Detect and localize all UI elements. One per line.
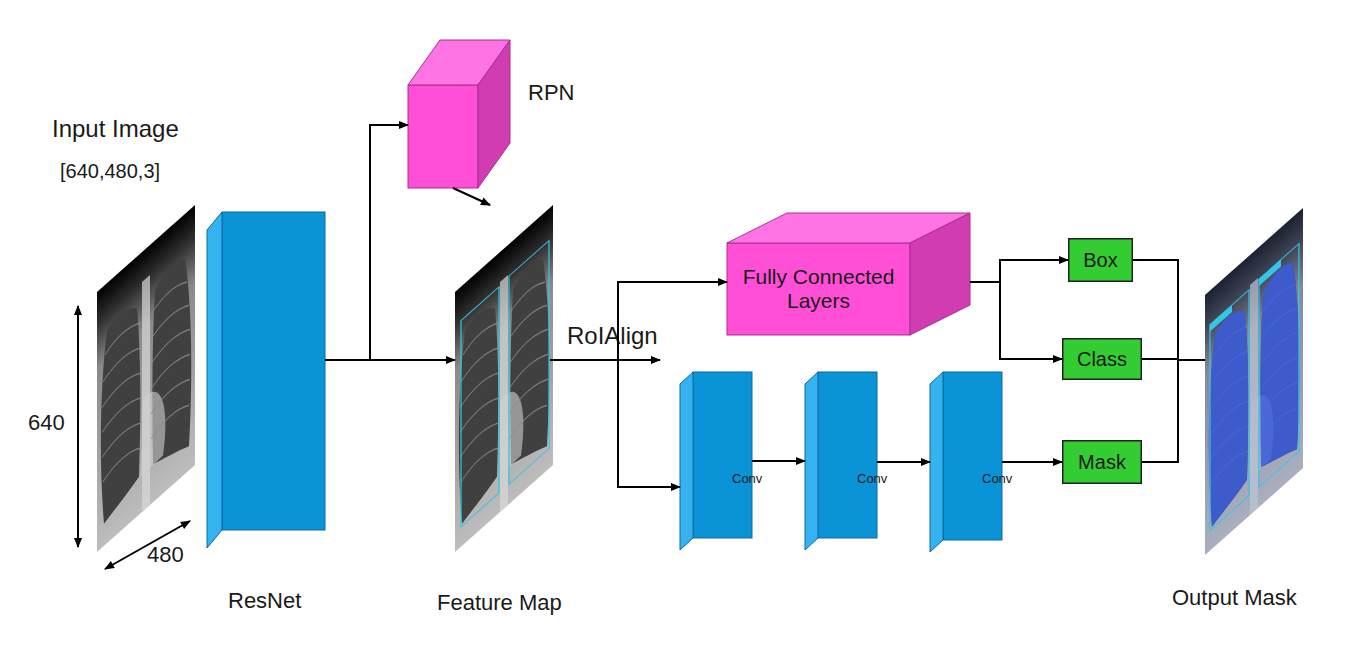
tint [1205, 208, 1303, 555]
operation-label: RoIAlign [567, 322, 658, 350]
node-label: Class [1062, 338, 1142, 380]
layer-slab [930, 372, 1002, 552]
node-label: Feature Map [437, 590, 562, 615]
layer-cube [408, 40, 510, 188]
output-xray [1205, 208, 1303, 555]
dimension-arrow [105, 521, 190, 569]
lung-mask [1209, 299, 1248, 530]
node-label: Mask [1062, 440, 1142, 484]
connector-arrow [970, 260, 1068, 282]
layer-slab [805, 372, 877, 550]
node-label: Box [1068, 238, 1133, 282]
slab-edge [680, 372, 693, 550]
node-label: Conv [857, 472, 887, 487]
output-box-fill [1063, 441, 1142, 484]
connector-arrow [550, 282, 727, 360]
feature-map-xray [455, 205, 553, 552]
output-image: Output Mask [1205, 208, 1300, 552]
node-label: Fully Connected Layers [727, 243, 910, 335]
lung-mask [1260, 252, 1299, 482]
node-label: Output Mask [1172, 585, 1297, 610]
slab-face [943, 372, 1002, 540]
node-label: Conv [732, 472, 762, 487]
slab-face [818, 372, 877, 538]
rpn-block: RPN [408, 40, 510, 188]
roi-box [1259, 244, 1299, 488]
conv-block: Conv [805, 372, 877, 550]
roi-tag [1259, 260, 1281, 287]
roi-tag [1210, 305, 1232, 332]
connector-line [1142, 359, 1205, 360]
backbone-block: ResNet [207, 212, 325, 548]
slab-edge [930, 372, 943, 552]
node-sublabel: [640,480,3] [60, 160, 160, 183]
roi-box [461, 287, 499, 527]
conv-block: Conv [680, 372, 752, 550]
fc-block: Fully Connected Layers [727, 213, 970, 335]
connector-arrow [1002, 461, 1062, 463]
connector-line [1142, 360, 1205, 462]
output-box-fill [1069, 239, 1133, 282]
layer-slab [680, 372, 752, 550]
connector-arrow [877, 461, 930, 463]
cube-side [910, 213, 970, 335]
dimension-label: 480 [147, 542, 184, 567]
dimension-label: 640 [28, 410, 65, 435]
connector-arrow [325, 125, 408, 360]
output-head: Class [1062, 338, 1142, 380]
xray-image [455, 205, 553, 552]
slab-edge [207, 212, 222, 548]
roi-box [509, 241, 549, 485]
slab-edge [805, 372, 818, 550]
cube-side [478, 40, 510, 188]
node-label: Input Image [52, 115, 179, 143]
cube-front [408, 85, 478, 188]
feature-map: Feature Map [455, 205, 550, 552]
slab-face [222, 212, 325, 530]
connector-arrow [453, 188, 490, 205]
dimension-arrow [77, 306, 79, 547]
output-head: Mask [1062, 440, 1142, 484]
output-head: Box [1068, 238, 1133, 282]
node-label: Conv [982, 472, 1012, 487]
connector-line [1133, 260, 1205, 360]
connector-arrow [550, 360, 680, 487]
cube-front [727, 243, 910, 335]
roi-box [1210, 290, 1249, 531]
xray-image [1205, 208, 1303, 555]
node-label: ResNet [228, 588, 301, 613]
conv-block: Conv [930, 372, 1002, 552]
input-image: Input Image[640,480,3] [97, 205, 195, 552]
connector-arrow [970, 282, 1062, 359]
layer-slab [207, 212, 325, 548]
connector-arrow [325, 359, 455, 361]
slab-face [693, 372, 752, 538]
connector-arrow [752, 460, 805, 462]
xray-image [97, 205, 195, 552]
node-label: RPN [528, 80, 574, 105]
input-xray [97, 205, 195, 552]
roialign-arrow [618, 359, 660, 361]
output-box-fill [1063, 339, 1142, 380]
